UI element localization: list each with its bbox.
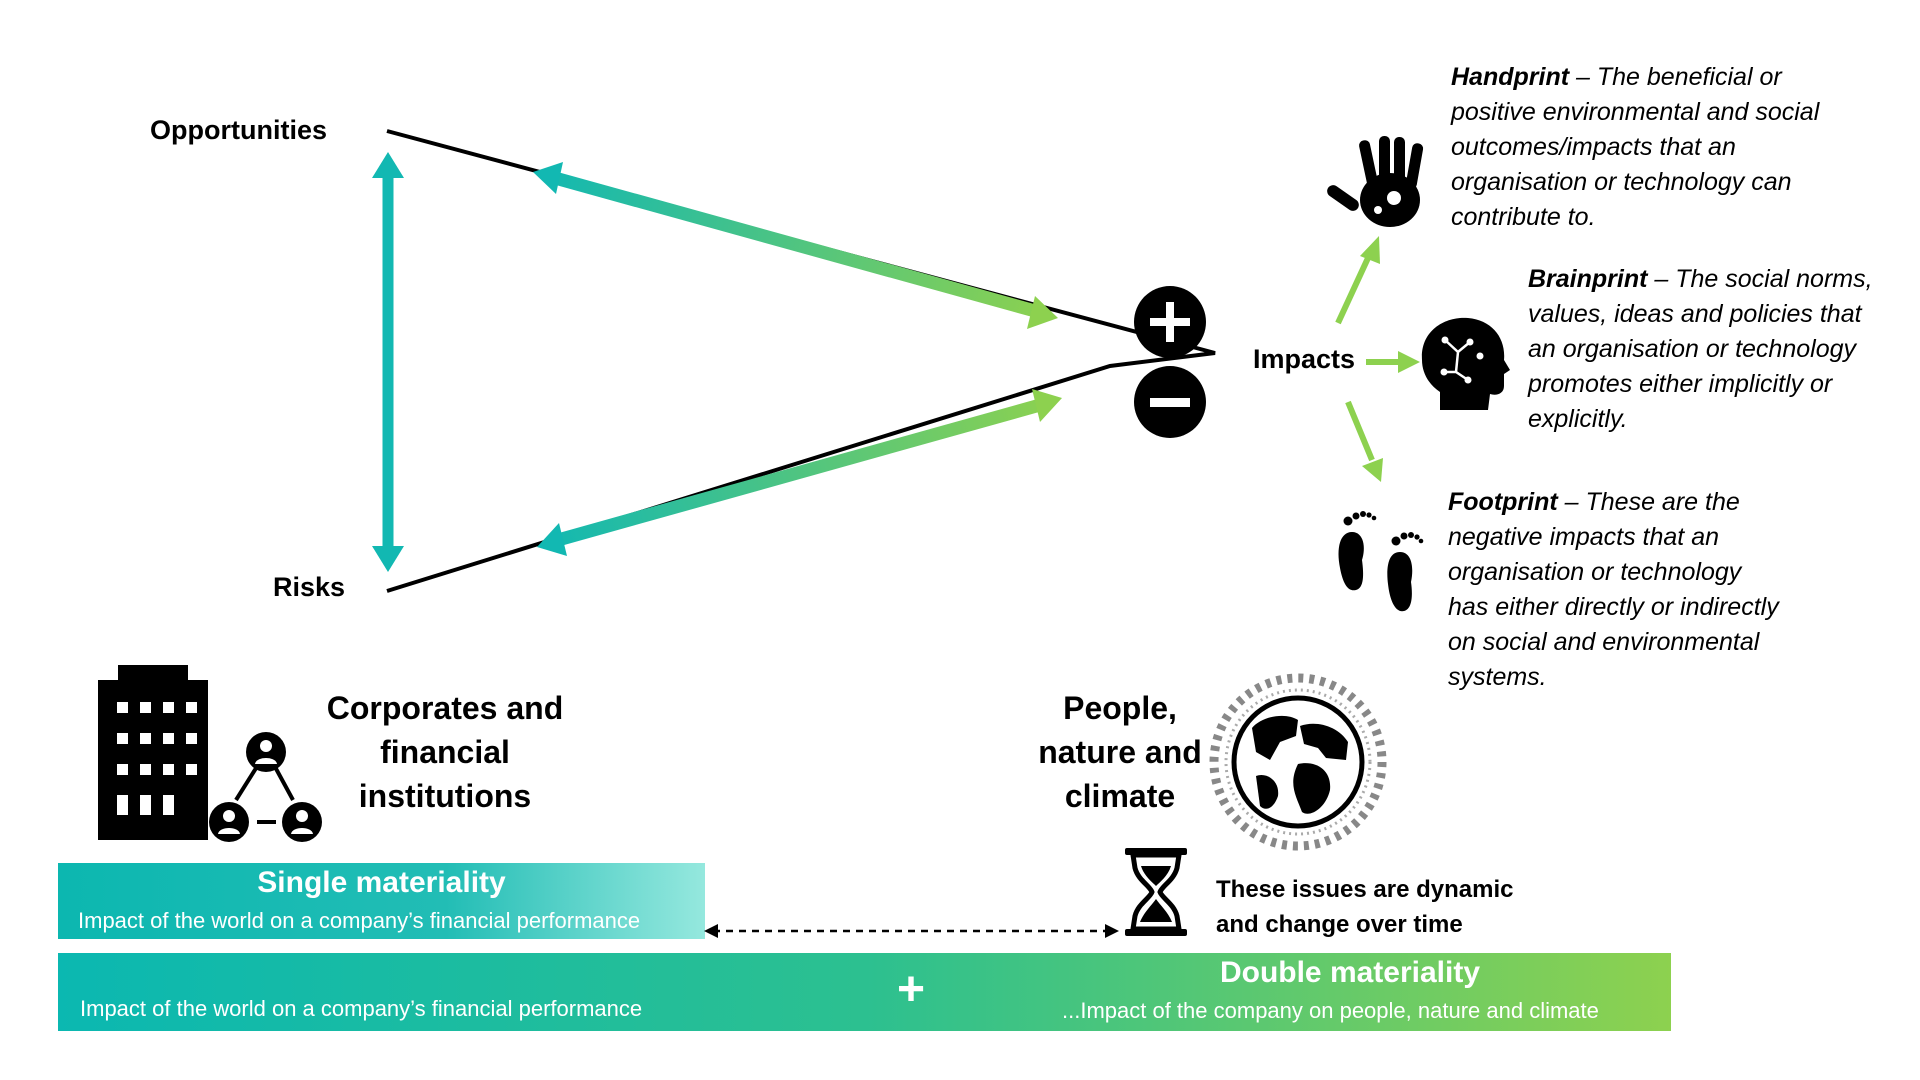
- double-materiality-bar: [58, 953, 1671, 1031]
- footprints-icon: [1338, 511, 1424, 612]
- dynamic-line-2: and change over time: [1216, 911, 1463, 938]
- hourglass-icon: [1125, 848, 1187, 936]
- people-line-3: climate: [1064, 778, 1176, 814]
- footprint-term: Footprint: [1448, 488, 1558, 516]
- people-nature-climate-label: People, nature and climate: [1025, 686, 1215, 818]
- footprint-text: – These are the negative impacts that an…: [1448, 488, 1779, 691]
- impacts-label: Impacts: [1253, 344, 1356, 374]
- corporates-line-1: Corporates and: [326, 690, 564, 726]
- double-materiality-left-text: Impact of the world on a company’s finan…: [80, 996, 643, 1021]
- opportunities-label: Opportunities: [150, 115, 327, 145]
- handprint-term: Handprint: [1451, 63, 1570, 91]
- upper-gradient-arrow: [533, 162, 1058, 329]
- dashed-connector: [704, 924, 1119, 938]
- handprint-definition: Handprint – The beneficial or positive e…: [1451, 60, 1831, 235]
- single-materiality-title: Single materiality: [257, 866, 506, 899]
- globe-people-icon: [1209, 673, 1387, 851]
- minus-circle-icon: [1134, 366, 1206, 438]
- corporates-line-3: institutions: [358, 778, 532, 814]
- double-materiality-title: Double materiality: [1219, 956, 1481, 989]
- single-materiality-subtitle: Impact of the world on a company’s finan…: [78, 908, 641, 933]
- risks-label: Risks: [273, 572, 346, 602]
- brainprint-text: – The social norms, values, ideas and po…: [1528, 265, 1873, 433]
- handprint-icon: [1327, 136, 1424, 227]
- people-network-icon: [209, 732, 322, 842]
- impact-arrows: [1335, 236, 1420, 482]
- people-line-1: People,: [1063, 690, 1177, 726]
- people-line-2: nature and: [1038, 734, 1202, 770]
- plus-circle-icon: [1134, 286, 1206, 358]
- triangle-outline: [386, 129, 1216, 593]
- brainprint-definition: Brainprint – The social norms, values, i…: [1528, 262, 1883, 437]
- double-materiality-plus: +: [897, 963, 926, 1016]
- brainprint-term: Brainprint: [1528, 265, 1648, 293]
- footprint-definition: Footprint – These are the negative impac…: [1448, 485, 1788, 695]
- building-icon: [98, 665, 208, 840]
- corporates-label: Corporates and financial institutions: [320, 686, 570, 818]
- corporates-line-2: financial: [380, 734, 510, 770]
- brain-head-icon: [1421, 317, 1510, 410]
- single-materiality-bar: [58, 863, 705, 939]
- lower-gradient-arrow: [537, 389, 1062, 556]
- dynamic-line-1: These issues are dynamic: [1216, 876, 1514, 903]
- handprint-text: – The beneficial or positive environment…: [1451, 63, 1820, 231]
- vertical-double-arrow: [372, 152, 404, 572]
- double-materiality-right-text: ...Impact of the company on people, natu…: [1062, 998, 1599, 1023]
- dynamic-issues-label: These issues are dynamic and change over…: [1216, 872, 1514, 942]
